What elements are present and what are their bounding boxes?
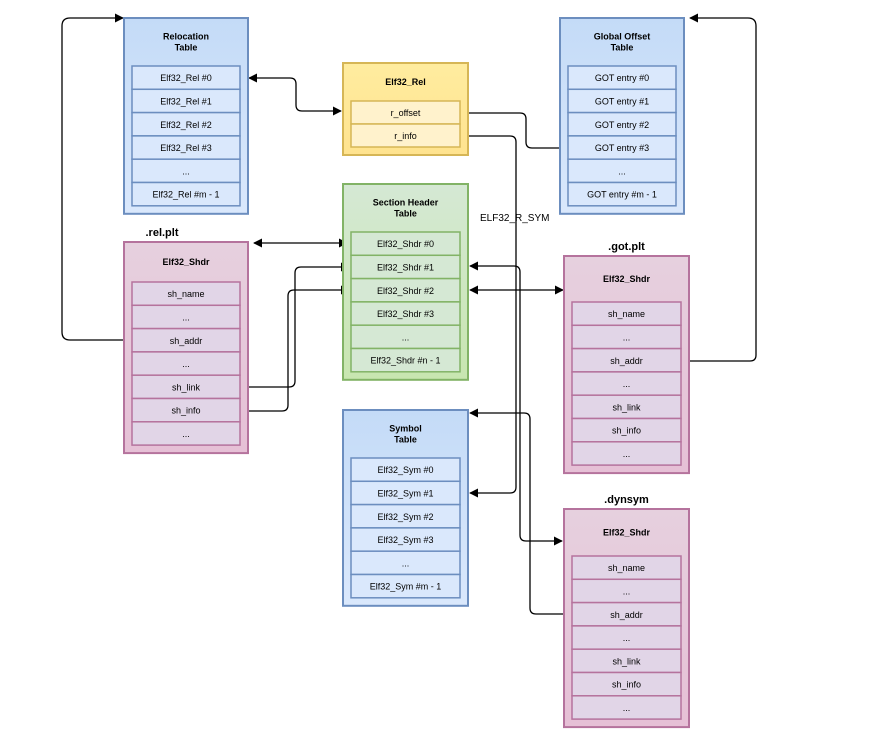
sh-link-to-shdr1-edge [241,262,350,388]
global-offset-table-title: Global Offset [594,32,651,42]
dynsym-shdr-title: Elf32_Shdr [603,528,651,538]
symbol-table-title: Table [394,435,417,445]
got-plt-shdr-row-label: sh_addr [610,356,643,366]
global-offset-table-title: Table [611,43,634,53]
relocation-table-row-label: Elf32_Rel #0 [160,73,212,83]
symbol-table-row-label: Elf32_Sym #2 [377,512,433,522]
got-plt-sh-addr-edge [681,13,757,362]
dynsym-shdr: Elf32_Shdr sh_name... sh_addr... sh_link sh_… [563,508,690,729]
section-header-table-title: Section Header [373,198,439,208]
relocation-table-title: Table [175,43,198,53]
elf32-rel-struct: Elf32_Rel r_offset r_info [342,62,469,156]
dynsym-shdr-section-label: .dynsym [604,494,649,506]
connector-layer [61,13,757,615]
section-header-table-row-label: Elf32_Shdr #2 [377,286,434,296]
rel-plt-sh-addr-edge [61,13,131,341]
dynsym-shdr-row-label: ... [623,703,631,713]
global-offset-table-row-label: GOT entry #m - 1 [587,190,657,200]
got-plt-shdr: Elf32_Shdr sh_name... sh_addr... sh_link sh_… [563,255,690,475]
global-offset-table-row-label: GOT entry #2 [595,120,649,130]
dynsym-shdr-row [571,695,682,720]
reloc-entry-to-elf32-rel-edge [248,73,342,116]
dynsym-sh-addr-edge [469,408,571,615]
section-header-table-row-label: Elf32_Shdr #n - 1 [370,356,440,366]
section-header-table-row-label: Elf32_Shdr #1 [377,262,434,272]
got-plt-shdr-row [571,441,682,466]
global-offset-table-row [567,181,677,207]
got-plt-shdr-title: Elf32_Shdr [603,274,651,284]
shdr1-to-dynsym-edge [469,261,563,546]
rel-plt-shdr-row-label: ... [182,429,190,439]
section-header-table-title: Table [394,209,417,219]
got-plt-shdr-row-label: sh_name [608,309,645,319]
symbol-table-row-label: Elf32_Sym #0 [377,465,433,475]
elf32-rel-struct-row [350,123,461,148]
global-offset-table-row-label: GOT entry #3 [595,143,649,153]
relocation-table-title: Relocation [163,32,209,42]
symbol-table-row [350,573,461,599]
relocation-table-row-label: Elf32_Rel #m - 1 [152,190,219,200]
section-header-table-row-label: ... [402,332,410,342]
dynsym-shdr-row-label: sh_addr [610,610,643,620]
rel-plt-shdr-row-label: ... [182,312,190,322]
elf32-rel-struct-title: Elf32_Rel [385,77,426,87]
rel-plt-shdr-section-label: .rel.plt [145,227,178,239]
relocation-table-row-label: Elf32_Rel #1 [160,96,212,106]
got-plt-shdr-row-label: sh_link [612,402,641,412]
global-offset-table-row-label: GOT entry #0 [595,73,649,83]
section-header-table-row-label: Elf32_Shdr #3 [377,309,434,319]
elf32-rel-struct-row-label: r_offset [391,108,421,118]
rel-plt-shdr-row-label: sh_name [167,289,204,299]
dynsym-shdr-row-label: sh_link [612,656,641,666]
got-plt-shdr-section-label: .got.plt [608,241,645,253]
r-offset-to-got-edge [461,112,568,153]
relocation-table-row [131,181,241,207]
relocation-table-row-label: ... [182,166,190,176]
section-header-table-row [350,347,461,373]
r-info-to-symbol-edge [461,135,517,498]
rel-plt-shdr-row [131,421,241,446]
got-plt-shdr-row-label: sh_info [612,426,641,436]
symbol-table-title: Symbol [389,424,422,434]
rel-plt-shdr-title: Elf32_Shdr [162,257,210,267]
dynsym-shdr-row-label: sh_name [608,563,645,573]
sh-info-to-shdr2-edge [241,285,350,412]
symbol-table-row-label: ... [402,558,410,568]
got-plt-shdr-row-label: ... [623,379,631,389]
rel-plt-shdr-row-label: ... [182,359,190,369]
global-offset-table-row-label: ... [618,166,626,176]
global-offset-table-row-label: GOT entry #1 [595,96,649,106]
rel-plt-shdr-row-label: sh_addr [170,336,203,346]
dynsym-shdr-row-label: ... [623,633,631,643]
got-plt-shdr-row-label: ... [623,449,631,459]
symbol-table-row-label: Elf32_Sym #m - 1 [370,582,442,592]
rel-plt-shdr-row-label: sh_link [172,382,201,392]
symbol-table-row-label: Elf32_Sym #1 [377,488,433,498]
dynsym-shdr-row-label: sh_info [612,680,641,690]
relocation-table-row-label: Elf32_Rel #2 [160,120,212,130]
symbol-table-row-label: Elf32_Sym #3 [377,535,433,545]
rel-plt-shdr-row-label: sh_info [171,406,200,416]
dynsym-shdr-row-label: ... [623,586,631,596]
elf32-rel-struct-row-label: r_info [394,131,417,141]
got-plt-shdr-row-label: ... [623,332,631,342]
section-header-table-row-label: Elf32_Shdr #0 [377,239,434,249]
elf32-r-sym-label: ELF32_R_SYM [480,213,549,224]
rel-plt-shdr: Elf32_Shdr sh_name... sh_addr... sh_link sh_… [123,241,249,455]
relocation-table-row-label: Elf32_Rel #3 [160,143,212,153]
